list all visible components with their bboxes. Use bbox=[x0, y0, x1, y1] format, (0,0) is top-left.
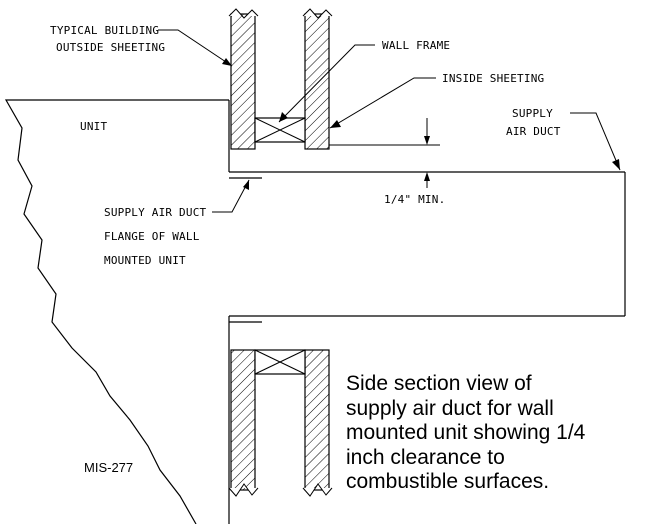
drawing-code: MIS-277 bbox=[84, 460, 134, 475]
break-line bbox=[228, 483, 259, 497]
label-inside-sheeting: INSIDE SHEETING bbox=[442, 72, 544, 85]
caption-line: Side section view of bbox=[346, 372, 532, 395]
inside-sheeting-upper bbox=[304, 13, 330, 150]
outside-sheeting-upper bbox=[230, 13, 256, 150]
label-clearance: 1/4" MIN. bbox=[384, 193, 445, 206]
caption-line: mounted unit showing 1/4 bbox=[346, 421, 586, 445]
label-typical-building-2: OUTSIDE SHEETING bbox=[56, 41, 165, 54]
outside-sheeting-lower bbox=[230, 349, 256, 491]
inside-sheeting-lower bbox=[304, 349, 330, 491]
caption-line: combustible surfaces. bbox=[346, 470, 550, 494]
break-line bbox=[302, 8, 333, 19]
label-wall-frame: WALL FRAME bbox=[382, 39, 450, 52]
label-flange-1: SUPPLY AIR DUCT bbox=[104, 206, 207, 219]
unit-outline bbox=[4, 99, 229, 524]
label-supply-air-duct-1: SUPPLY bbox=[512, 107, 553, 120]
label-unit: UNIT bbox=[80, 120, 107, 133]
label-flange-2: FLANGE OF WALL bbox=[104, 230, 200, 243]
label-flange-3: MOUNTED UNIT bbox=[104, 254, 186, 267]
label-typical-building-1: TYPICAL BUILDING bbox=[50, 24, 159, 37]
break-line bbox=[228, 8, 259, 19]
caption: Side section view of supply air duct for… bbox=[346, 372, 663, 495]
caption-line: inch clearance to bbox=[346, 445, 505, 469]
break-line bbox=[302, 483, 333, 497]
label-supply-air-duct-2: AIR DUCT bbox=[506, 125, 561, 138]
caption-line: supply air duct for wall bbox=[346, 396, 554, 420]
